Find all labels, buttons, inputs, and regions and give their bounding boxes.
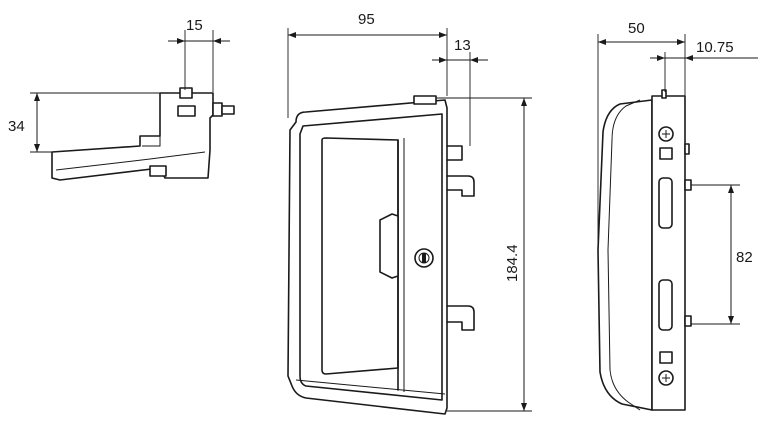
front-top-lip bbox=[413, 95, 437, 105]
back-hook-stub-lower bbox=[684, 315, 692, 327]
dim-82-label: 82 bbox=[736, 249, 753, 266]
dim-15-label: 15 bbox=[186, 17, 203, 34]
back-slot-upper bbox=[658, 177, 673, 229]
side-view: 15 34 bbox=[8, 17, 235, 181]
front-upper-hook bbox=[446, 175, 475, 197]
side-pin bbox=[221, 105, 235, 115]
dim-34-arrow-top bbox=[34, 93, 40, 101]
back-square-top bbox=[659, 147, 673, 160]
back-top-pin bbox=[661, 89, 667, 99]
dim-184-label: 184.4 bbox=[504, 244, 521, 282]
front-inner-bezel bbox=[299, 113, 443, 401]
side-arm-step bbox=[142, 136, 161, 147]
dim-13-arrow-left bbox=[439, 57, 447, 63]
side-handle-arm bbox=[51, 92, 214, 181]
dim-34-label: 34 bbox=[8, 118, 25, 135]
back-hook-stub-upper bbox=[684, 179, 692, 191]
front-lower-hook bbox=[446, 305, 475, 331]
dim-1075-arrow-left bbox=[657, 55, 665, 61]
back-slot-lower bbox=[658, 279, 673, 331]
dim-13-label: 13 bbox=[454, 37, 471, 54]
side-foot bbox=[149, 165, 167, 177]
dim-50-arrow-right bbox=[677, 39, 685, 45]
back-body-inner bbox=[607, 99, 641, 411]
top-screw-icon bbox=[658, 126, 674, 142]
side-slot bbox=[177, 105, 196, 117]
dim-50-arrow-left bbox=[598, 39, 606, 45]
dim-95-arrow-left bbox=[288, 32, 296, 38]
front-view: 95 13 184.4 bbox=[287, 11, 532, 415]
dim-13-arrow-right bbox=[470, 57, 478, 63]
back-clip-stub bbox=[684, 143, 690, 155]
bottom-screw-icon bbox=[658, 370, 674, 386]
dim-50-label: 50 bbox=[628, 20, 645, 37]
back-square-bottom bbox=[659, 351, 673, 364]
side-pin-base bbox=[212, 102, 223, 117]
top-screw-cross bbox=[662, 130, 670, 138]
dim-95-label: 95 bbox=[358, 11, 375, 28]
front-outer-housing bbox=[287, 99, 448, 415]
front-upper-clip bbox=[446, 145, 463, 161]
dim-184-arrow-top bbox=[521, 98, 527, 106]
dim-15-arrow-left bbox=[177, 38, 185, 44]
dim-82-arrow-top bbox=[728, 185, 734, 193]
front-finger-tab bbox=[379, 213, 399, 279]
back-view: 50 10.75 82 bbox=[597, 20, 758, 411]
dim-184-arrow-bottom bbox=[521, 403, 527, 411]
dim-1075-arrow-right bbox=[685, 55, 693, 61]
dim-82-arrow-bottom bbox=[728, 316, 734, 324]
dim-15-arrow-right bbox=[213, 38, 221, 44]
side-top-tab bbox=[179, 87, 193, 99]
key-slot bbox=[422, 253, 426, 263]
dim-34-arrow-bottom bbox=[34, 144, 40, 152]
side-arm-edge bbox=[55, 151, 206, 171]
dim-95-arrow-right bbox=[439, 32, 447, 38]
back-curved-body bbox=[597, 99, 653, 411]
bottom-screw-cross bbox=[662, 374, 670, 382]
front-bottom-band bbox=[295, 379, 446, 395]
dim-1075-label: 10.75 bbox=[696, 39, 734, 56]
key-lock-icon bbox=[414, 248, 434, 268]
